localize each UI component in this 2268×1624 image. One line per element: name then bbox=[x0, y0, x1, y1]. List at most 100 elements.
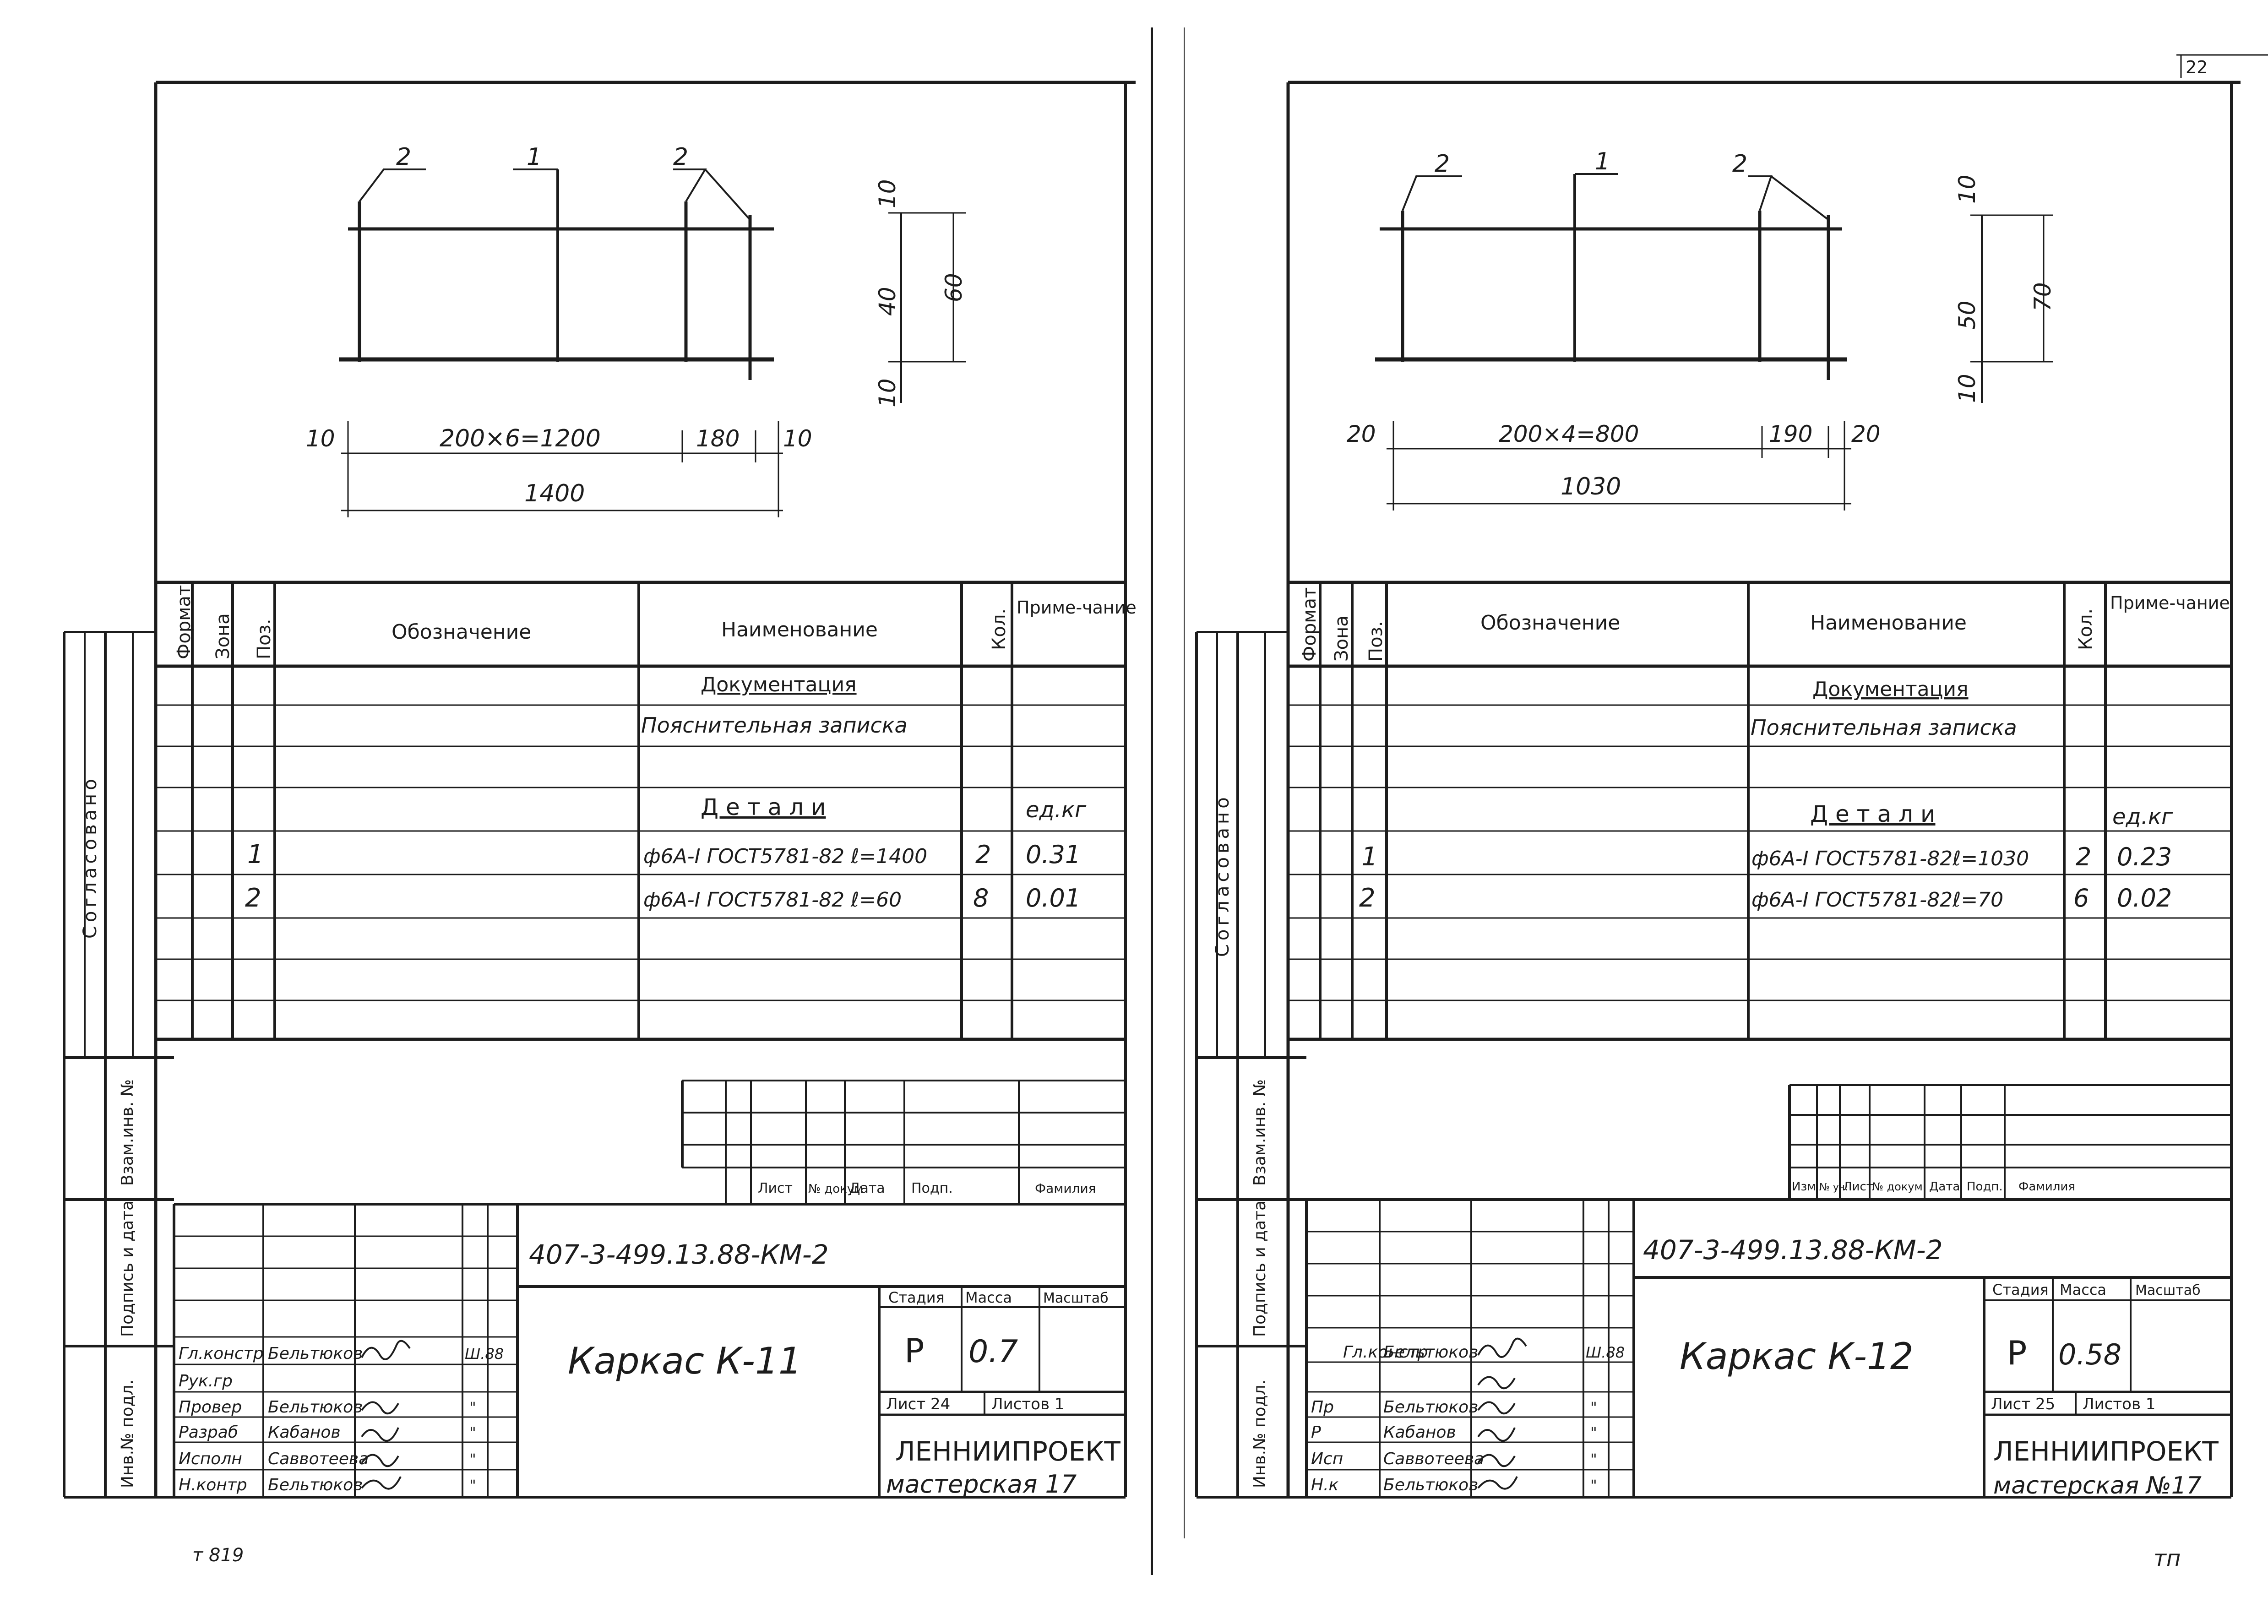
hdim-right: 20 bbox=[1851, 421, 1881, 447]
header-designation: Обозначение bbox=[1480, 611, 1620, 635]
hdim-end: 180 bbox=[696, 425, 740, 452]
row2-pos: 2 bbox=[1359, 883, 1376, 913]
staff-role-4: Р bbox=[1311, 1423, 1321, 1442]
rev-header-doc: № докум bbox=[808, 1182, 863, 1196]
center-fold-line-2 bbox=[1184, 27, 1185, 1538]
vdim-top: 10 bbox=[874, 179, 901, 208]
staff-name-6: Бельтюков bbox=[268, 1476, 363, 1494]
hdim-left: 20 bbox=[1347, 421, 1376, 447]
staff-name-3: Бельтюков bbox=[1383, 1398, 1478, 1417]
bottom-right-mark: тп bbox=[2154, 1546, 2181, 1571]
drawing-label-pos2-right: 2 bbox=[1732, 150, 1747, 178]
staff-date-5: " bbox=[469, 1450, 476, 1468]
drawing-label-pos2-left: 2 bbox=[396, 143, 411, 171]
header-qty: Кол. bbox=[989, 608, 1010, 650]
staff-name-5: Саввотеева bbox=[1383, 1450, 1484, 1468]
row1-qty: 2 bbox=[2076, 842, 2091, 871]
row2-name: ф6А-I ГОСТ5781-82ℓ=70 bbox=[1751, 888, 2003, 912]
vdim-mid: 50 bbox=[1954, 300, 1980, 330]
side-sign-date: Подпись и дата bbox=[1251, 1200, 1269, 1337]
mass-value: 0.58 bbox=[2058, 1338, 2121, 1371]
section-documentation: Документация bbox=[701, 673, 857, 696]
row1-name: ф6А-I ГОСТ5781-82 ℓ=1400 bbox=[643, 845, 927, 868]
signature-3 bbox=[1477, 1401, 1516, 1415]
side-binding-strip: Согласовано Взам.инв. № Подпись и дата И… bbox=[63, 631, 174, 1499]
rev-header-change: Изм bbox=[1792, 1180, 1816, 1194]
stage-value: Р bbox=[2007, 1334, 2027, 1372]
hdim-right: 10 bbox=[783, 425, 812, 452]
workshop: мастерская №17 bbox=[1993, 1472, 2202, 1499]
vdim-total: 60 bbox=[941, 273, 967, 302]
section-documentation: Документация bbox=[1812, 678, 1969, 701]
sheet-count: Листов 1 bbox=[2083, 1395, 2155, 1413]
corner-page-number: 22 bbox=[2186, 57, 2208, 77]
hdim-overall: 1030 bbox=[1561, 473, 1621, 500]
row1-name: ф6А-I ГОСТ5781-82ℓ=1030 bbox=[1751, 847, 2029, 870]
unit-kg: ед.кг bbox=[1026, 797, 1087, 823]
staff-role-4: Разраб bbox=[179, 1423, 238, 1442]
staff-date-4: " bbox=[1590, 1424, 1597, 1441]
staff-role-3: Пр bbox=[1311, 1398, 1334, 1417]
header-pos: Поз. bbox=[254, 619, 275, 659]
rev-header-date: Дата bbox=[849, 1180, 885, 1196]
unit-kg: ед.кг bbox=[2112, 804, 2173, 830]
staff-name-1: Бельтюков bbox=[1383, 1343, 1478, 1362]
stage-header: Стадия bbox=[888, 1289, 945, 1306]
vdim-bottom: 10 bbox=[874, 378, 901, 407]
drawing-label-pos1: 1 bbox=[527, 143, 542, 171]
row2-pos: 2 bbox=[245, 883, 261, 913]
staff-role-3: Провер bbox=[179, 1398, 242, 1417]
right-sheet: 2 1 2 10 50 70 10 20 200×4=800 190 20 10… bbox=[1132, 0, 2268, 1624]
staff-role-2: Рук.гр bbox=[179, 1372, 233, 1390]
row1-pos: 1 bbox=[1361, 842, 1378, 872]
rev-header-sign: Подп. bbox=[911, 1180, 953, 1196]
side-binding-strip: Согласовано Взам.инв. № Подпись и дата И… bbox=[1195, 631, 1306, 1499]
staff-date-1: Ш.88 bbox=[1586, 1344, 1625, 1361]
sheet-number: Лист 25 bbox=[1991, 1395, 2055, 1413]
scale-header: Масштаб bbox=[2135, 1282, 2201, 1298]
rev-header-sheet: Лист bbox=[758, 1180, 793, 1196]
doc-explanatory-note: Пояснительная записка bbox=[1751, 715, 2017, 740]
revision-table: Лист № докум Дата Подп. Фамилия bbox=[681, 1080, 1126, 1206]
header-pos: Поз. bbox=[1365, 621, 1387, 662]
side-inv-replace: Взам.инв. № bbox=[118, 1079, 137, 1186]
signature-5 bbox=[361, 1454, 399, 1467]
staff-role-1: Гл.констр bbox=[1343, 1343, 1428, 1362]
signature-4 bbox=[361, 1427, 399, 1442]
side-inv-original: Инв.№ подл. bbox=[1251, 1380, 1269, 1488]
header-name: Наименование bbox=[1810, 611, 1967, 635]
signature-6 bbox=[1477, 1476, 1518, 1490]
center-fold-line bbox=[1151, 27, 1153, 1575]
rev-header-sign: Подп. bbox=[1967, 1180, 2003, 1194]
header-note: Приме-чание bbox=[2110, 593, 2230, 613]
drawing-label-pos1: 1 bbox=[1595, 148, 1610, 175]
organization: ЛЕННИИПРОЕКТ bbox=[895, 1436, 1120, 1467]
staff-name-5: Саввотеева bbox=[268, 1450, 369, 1468]
right-sheet-drawing: 2 1 2 10 50 70 10 20 200×4=800 190 20 10… bbox=[1195, 54, 2268, 1571]
hdim-left: 10 bbox=[306, 425, 335, 452]
rev-header-date: Дата bbox=[1929, 1180, 1960, 1194]
specification-table: Формат Зона Поз. Обозначение Наименовани… bbox=[156, 581, 1136, 1041]
row2-qty: 8 bbox=[973, 884, 989, 912]
row2-qty: 6 bbox=[2073, 884, 2089, 912]
row1-qty: 2 bbox=[975, 840, 991, 869]
staff-role-5: Исполн bbox=[179, 1450, 242, 1468]
header-qty: Кол. bbox=[2075, 608, 2096, 650]
vdim-bottom: 10 bbox=[1954, 374, 1980, 403]
staff-date-4: " bbox=[469, 1424, 476, 1441]
mass-value: 0.7 bbox=[968, 1334, 1018, 1370]
row1-note: 0.31 bbox=[1026, 840, 1081, 869]
signature-5 bbox=[1477, 1454, 1516, 1467]
vdim-total: 70 bbox=[2029, 282, 2056, 311]
staff-date-1: Ш.88 bbox=[465, 1345, 504, 1363]
staff-role-1: Гл.констр bbox=[179, 1344, 263, 1363]
signature-4 bbox=[1477, 1427, 1516, 1442]
stage-value: Р bbox=[904, 1331, 924, 1370]
staff-date-3: " bbox=[469, 1399, 476, 1416]
rev-header-sheet: Лист bbox=[1843, 1180, 1873, 1194]
hdim-pitch: 200×4=800 bbox=[1499, 421, 1639, 447]
vdim-mid: 40 bbox=[874, 287, 901, 316]
rev-header-surname: Фамилия bbox=[2018, 1180, 2075, 1194]
document-code: 407-3-499.13.88-КМ-2 bbox=[1643, 1234, 1943, 1266]
hdim-pitch: 200×6=1200 bbox=[440, 425, 601, 452]
